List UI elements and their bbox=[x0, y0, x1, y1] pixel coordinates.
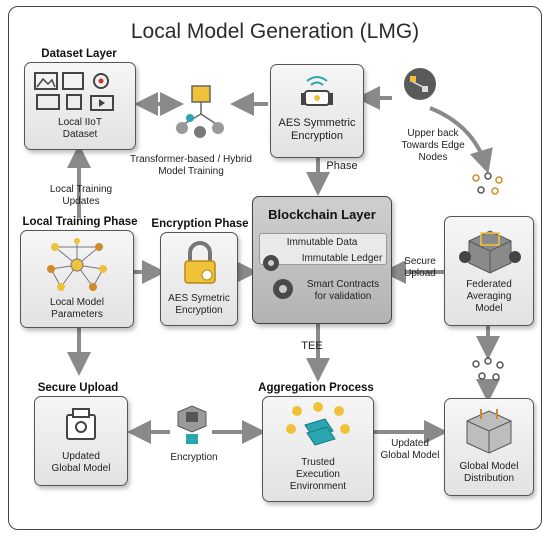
immutable-ledger-label: Immutable Ledger bbox=[301, 253, 383, 264]
edge-nodes-cluster-icon bbox=[472, 172, 503, 195]
diagram-title: Local Model Generation (LMG) bbox=[130, 20, 420, 43]
federated-label-2: Averaging bbox=[466, 291, 512, 302]
aggregation-label-3: Environment bbox=[289, 481, 347, 492]
aggregation-heading: Aggregation Process bbox=[258, 382, 374, 394]
dataset-icons bbox=[34, 72, 114, 111]
updated-global-2: Global Model bbox=[380, 450, 440, 461]
distribution-box: Global Model Distribution bbox=[444, 398, 534, 496]
federated-cube-icon bbox=[459, 230, 521, 274]
phase-label: Phase bbox=[326, 160, 358, 172]
immutable-data-panel bbox=[259, 233, 387, 265]
encryption-chip-icon bbox=[177, 405, 207, 444]
local-training-label-1: Local Model bbox=[50, 297, 104, 308]
arrow-edge-to-nodes bbox=[429, 106, 493, 174]
local-training-label-2: Parameters bbox=[51, 309, 103, 320]
encryption-phase-heading: Encryption Phase bbox=[151, 218, 249, 230]
training-label-2: Model Training bbox=[158, 166, 224, 177]
gear-icon bbox=[263, 255, 293, 299]
secure-upload-heading: Secure Upload bbox=[37, 382, 119, 394]
encryption-phase-box: AES Symetric Encryption bbox=[160, 232, 238, 326]
training-label-1: Transformer-based / Hybrid bbox=[130, 154, 252, 165]
local-training-heading: Local Training Phase bbox=[22, 216, 138, 228]
aes-top-label-2: Encryption bbox=[291, 130, 343, 142]
secure-upload-label-1: Updated bbox=[62, 451, 100, 462]
distribution-label-1: Global Model bbox=[459, 461, 519, 472]
smart-contracts-1: Smart Contracts bbox=[306, 279, 380, 290]
wireless-device-icon bbox=[301, 76, 333, 106]
aggregation-box: Trusted Execution Environment bbox=[262, 396, 374, 502]
aes-top-box: AES Symmetric Encryption bbox=[270, 64, 364, 158]
immutable-data-label: Immutable Data bbox=[286, 237, 358, 248]
dataset-layer-box: Local IIoT Dataset bbox=[24, 62, 136, 150]
encryption-label: Encryption bbox=[170, 452, 218, 463]
edge-node-icon bbox=[404, 68, 436, 100]
aggregation-label-1: Trusted bbox=[301, 457, 335, 468]
federated-box: Federated Averaging Model bbox=[444, 216, 534, 326]
encryption-phase-label-2: Encryption bbox=[175, 305, 223, 316]
local-training-box: Local Model Parameters bbox=[20, 230, 134, 328]
secure-box-icon bbox=[66, 408, 96, 440]
dataset-label-2: Dataset bbox=[62, 129, 98, 140]
federated-label-1: Federated bbox=[466, 279, 512, 290]
tee-label: TEE bbox=[301, 340, 323, 352]
distributed-nodes-icon bbox=[472, 357, 504, 381]
updated-global-1: Updated bbox=[391, 438, 429, 449]
dataset-label-1: Local IIoT bbox=[58, 117, 102, 128]
dataset-layer-heading: Dataset Layer bbox=[41, 48, 117, 60]
distribution-cube-icon bbox=[466, 409, 512, 454]
upper-back-2: Towards Edge bbox=[401, 140, 465, 151]
model-training-icon bbox=[176, 85, 224, 138]
secure-upload-box: Updated Global Model bbox=[34, 396, 128, 486]
training-updates-1: Local Training bbox=[49, 184, 113, 195]
aes-top-label-1: AES Symmetric bbox=[278, 117, 356, 129]
distribution-label-2: Distribution bbox=[463, 473, 515, 484]
smart-contracts-2: for validation bbox=[314, 291, 372, 302]
training-updates-2: Updates bbox=[62, 196, 100, 207]
encryption-phase-label-1: AES Symetric bbox=[168, 293, 230, 304]
secure-upload-right-1: Secure bbox=[404, 256, 436, 267]
blockchain-heading: Blockchain Layer bbox=[268, 207, 376, 222]
upper-back-3: Nodes bbox=[418, 152, 448, 163]
upper-back-1: Upper back bbox=[407, 128, 459, 139]
aggregation-label-2: Execution bbox=[296, 469, 340, 480]
tee-cluster-icon bbox=[286, 402, 350, 446]
lock-icon bbox=[184, 241, 216, 284]
blockchain-box: Blockchain Layer Immutable Data Immutabl… bbox=[252, 196, 392, 324]
secure-upload-label-2: Global Model bbox=[51, 463, 111, 474]
federated-label-3: Model bbox=[475, 303, 503, 314]
neural-network-icon bbox=[47, 238, 107, 291]
secure-upload-right-2: Upload bbox=[404, 268, 436, 279]
